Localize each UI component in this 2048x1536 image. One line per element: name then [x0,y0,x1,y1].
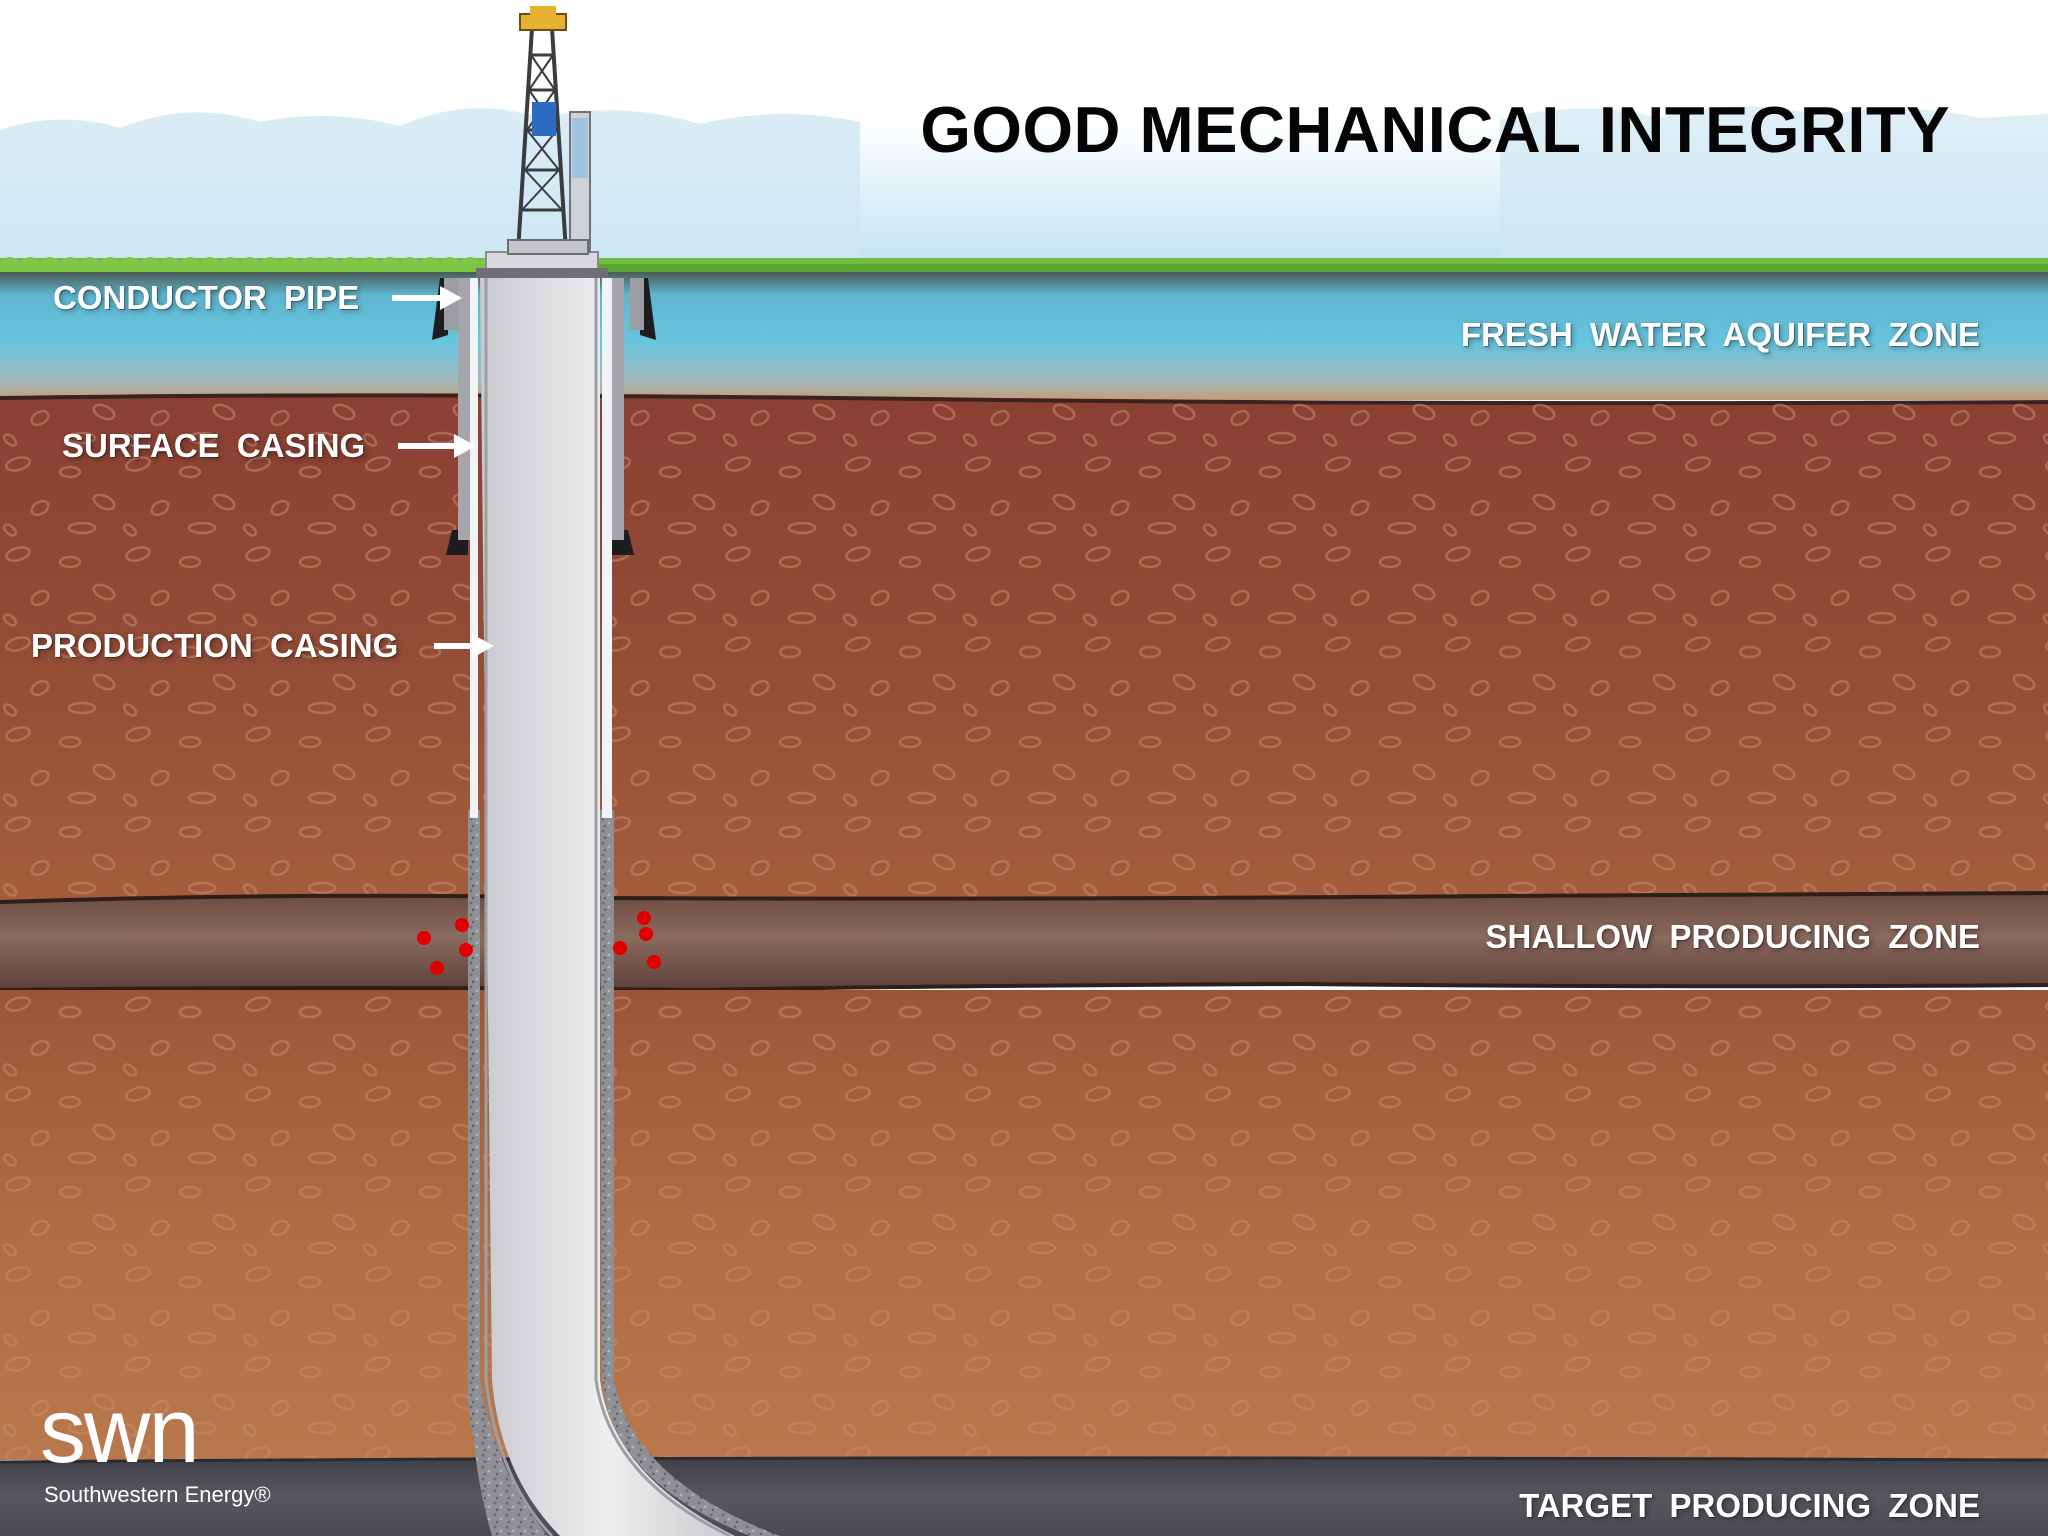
label-fresh-water-aquifer: FRESH WATER AQUIFER ZONE [1461,316,1980,353]
gas-bubbles [417,911,661,975]
label-shallow-producing-zone: SHALLOW PRODUCING ZONE [1485,918,1980,955]
label-target-producing-zone: TARGET PRODUCING ZONE [1519,1487,1980,1524]
drilling-rig-icon [507,6,591,255]
page-title: GOOD MECHANICAL INTEGRITY [920,93,1950,166]
label-surface-casing: SURFACE CASING [62,427,366,464]
arrow-right-icon [398,434,476,458]
arrow-right-icon [392,286,462,310]
label-production-casing: PRODUCTION CASING [31,627,399,664]
company-logo: swn [40,1380,200,1482]
arrow-right-icon [434,634,494,658]
label-conductor-pipe: CONDUCTOR PIPE [53,279,360,316]
company-name: Southwestern Energy® [44,1482,271,1507]
